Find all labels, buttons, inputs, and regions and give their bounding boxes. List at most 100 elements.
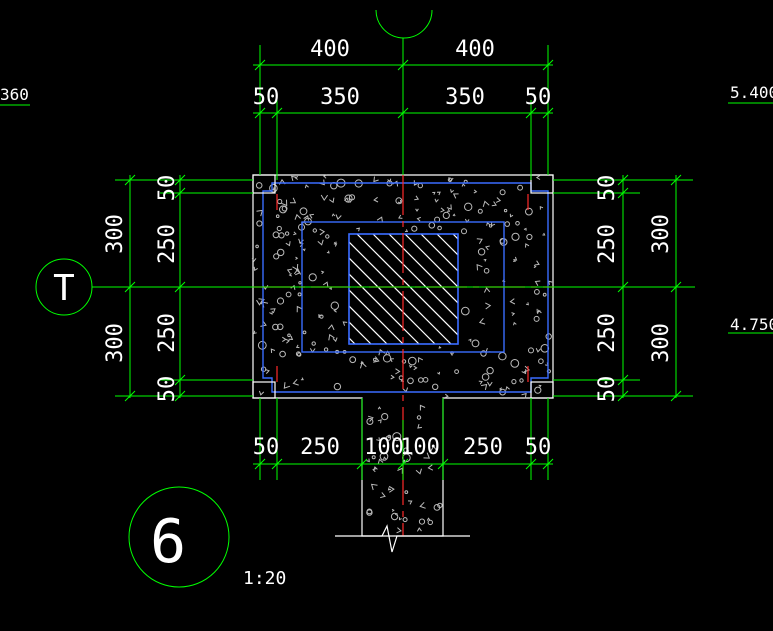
speckle [398, 214, 403, 219]
elevation-marks: 360 5.400 4.750 [0, 83, 773, 334]
detail-marker: 6 1:20 [128, 486, 286, 589]
speckle [255, 244, 259, 249]
speckle [387, 487, 392, 491]
speckle [290, 197, 297, 204]
speckle [277, 198, 283, 205]
speckle [519, 378, 524, 383]
speckle [359, 362, 367, 369]
speckle [321, 270, 325, 275]
speckle [279, 350, 286, 358]
speckle [370, 483, 378, 491]
speckle [297, 352, 302, 357]
speckle [270, 308, 276, 314]
speckle [380, 492, 386, 499]
speckle [409, 452, 413, 456]
speckle [329, 287, 332, 290]
hatch-line [356, 234, 458, 336]
speckle [409, 364, 413, 369]
speckle [366, 458, 370, 463]
speckle [533, 315, 540, 322]
speckle [485, 302, 492, 310]
detail-number: 6 [150, 507, 186, 577]
bottom-dim-5: 250 [463, 435, 503, 460]
break-line [335, 524, 470, 553]
speckle [404, 229, 409, 233]
hatch-line [349, 337, 356, 344]
speckle [373, 466, 378, 471]
hatch-line [404, 234, 458, 288]
speckle [418, 518, 426, 525]
speckle [461, 228, 467, 235]
speckle [517, 184, 523, 191]
speckle [273, 253, 280, 260]
speckle [278, 232, 285, 239]
top-dim-overall-left: 400 [310, 37, 350, 62]
right-dim-detail-2: 250 [595, 224, 620, 264]
speckle [309, 213, 314, 219]
speckle [312, 228, 317, 233]
speckle [372, 468, 377, 473]
speckle [377, 458, 384, 465]
speckle [333, 382, 342, 391]
speckle [411, 225, 418, 232]
speckle [401, 359, 407, 364]
speckle [452, 213, 456, 217]
speckle [391, 508, 395, 512]
elevation-right-mid: 4.750 [730, 315, 773, 334]
speckle [548, 280, 553, 285]
speckle [528, 347, 534, 354]
speckle [275, 214, 280, 218]
speckle [287, 333, 291, 338]
speckle [290, 284, 296, 290]
speckle [442, 211, 450, 219]
speckle [542, 232, 546, 236]
speckle [300, 377, 304, 381]
right-dim-detail-4: 50 [595, 376, 620, 403]
speckle [440, 207, 445, 213]
corner-block-br [530, 381, 554, 399]
corner-block-bl [252, 381, 276, 399]
hatch-line [349, 257, 436, 344]
speckle [345, 197, 352, 203]
speckle [329, 197, 335, 204]
speckle [444, 393, 449, 399]
speckle [535, 347, 541, 353]
speckle [285, 291, 292, 298]
speckle [285, 338, 291, 344]
speckle [419, 404, 426, 411]
speckle [395, 368, 401, 375]
speckle [485, 245, 490, 251]
hatch-line [349, 289, 404, 344]
speckle [276, 323, 284, 331]
speckle [360, 360, 364, 365]
speckle [418, 356, 424, 363]
speckle [486, 366, 494, 375]
speckle [526, 233, 533, 241]
speckle [454, 369, 460, 375]
speckle [294, 175, 299, 180]
speckle [436, 191, 441, 196]
speckle [427, 519, 433, 526]
hatch-line [349, 241, 452, 344]
speckle [333, 243, 338, 247]
speckle [483, 268, 490, 274]
axis-marker-t: T [35, 258, 695, 316]
elevation-right-top: 5.400 [730, 83, 773, 102]
speckle [495, 197, 502, 203]
speckle [311, 341, 316, 346]
speckle [296, 305, 303, 313]
speckle [293, 231, 297, 236]
speckle [392, 432, 402, 442]
speckle [408, 356, 417, 366]
speckle [534, 260, 540, 266]
speckle [333, 308, 337, 313]
speckle [302, 248, 306, 252]
dimensions-left: 300 300 50 250 250 50 [103, 174, 253, 402]
top-dim-detail-3: 350 [445, 85, 485, 110]
speckle [385, 435, 392, 441]
left-dim-detail-3: 250 [155, 313, 180, 353]
speckle [292, 263, 299, 271]
left-dim-detail-2: 250 [155, 224, 180, 264]
speckle [297, 292, 302, 297]
